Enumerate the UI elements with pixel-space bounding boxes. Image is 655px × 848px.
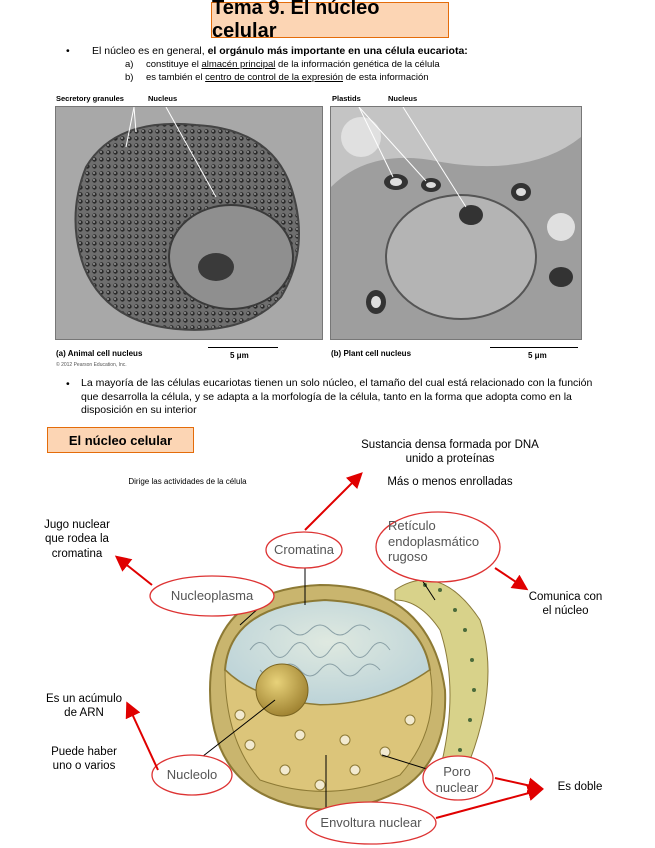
annotation-double: Es doble	[545, 780, 615, 794]
label-poro: Poro nuclear	[424, 764, 490, 795]
annotation-rna: Es un acúmulo de ARN	[45, 692, 123, 721]
annotation-several: Puede haber uno o varios	[45, 745, 123, 774]
label-reticulo: Retículo endoplasmático rugoso	[388, 518, 498, 565]
label-cromatina: Cromatina	[266, 542, 342, 557]
label-envoltura: Envoltura nuclear	[306, 815, 436, 830]
annotation-rolled: Más o menos enrolladas	[360, 475, 540, 489]
annotation-communicates: Comunica con el núcleo	[528, 590, 603, 619]
label-nucleoplasma: Nucleoplasma	[152, 588, 272, 603]
label-nucleolo: Nucleolo	[152, 767, 232, 782]
annotation-dense: Sustancia densa formada por DNA unido a …	[355, 438, 545, 467]
annotation-juice: Jugo nuclear que rodea la cromatina	[38, 518, 116, 561]
annotation-directs: Dirige las actividades de la célula	[125, 477, 250, 486]
